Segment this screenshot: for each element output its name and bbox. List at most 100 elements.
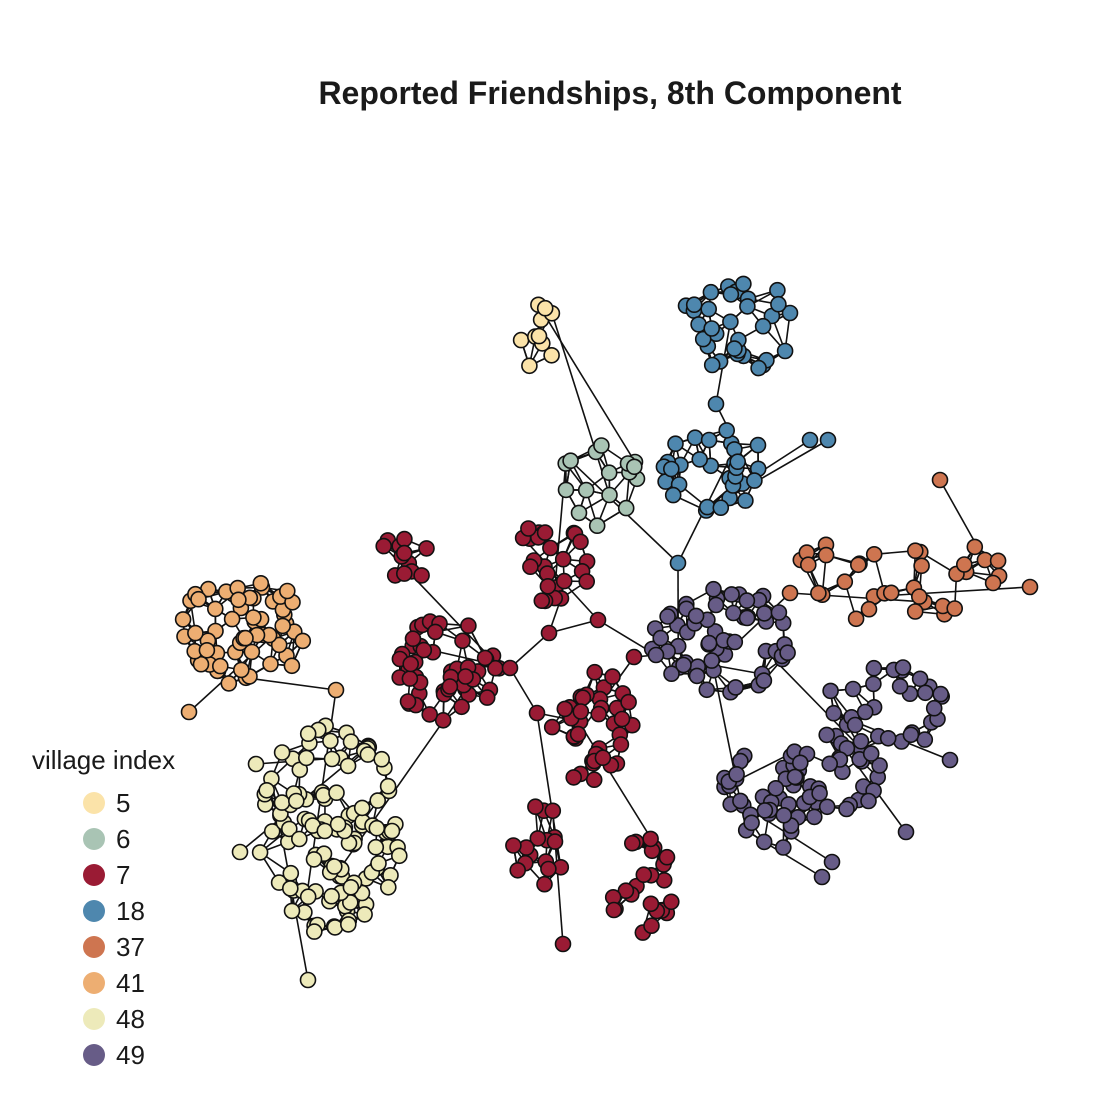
network-node-village-49 (818, 798, 836, 816)
network-node-village-7 (501, 659, 519, 677)
network-node-village-48 (383, 822, 401, 840)
network-node-village-48 (329, 815, 347, 833)
network-node-village-7 (453, 698, 470, 716)
network-node-village-7 (620, 693, 637, 711)
network-node-village-41 (190, 590, 207, 608)
network-node-village-7 (415, 641, 433, 659)
network-node-village-18 (722, 313, 739, 331)
network-node-village-7 (413, 567, 430, 584)
network-node-village-6 (570, 504, 588, 522)
network-node-village-49 (791, 754, 809, 772)
network-node-village-37 (913, 557, 930, 575)
network-node-village-18 (700, 431, 718, 449)
network-node-village-48 (328, 784, 345, 802)
network-node-village-41 (278, 582, 296, 600)
network-node-village-7 (589, 611, 607, 629)
network-node-village-7 (520, 520, 537, 537)
network-node-village-7 (542, 539, 559, 557)
network-node-village-7 (658, 848, 676, 866)
network-node-village-18 (686, 429, 704, 447)
network-node-village-18 (707, 395, 725, 413)
network-node-village-48 (373, 750, 391, 768)
network-node-village-41 (245, 609, 262, 626)
network-node-village-7 (572, 533, 589, 551)
network-node-village-49 (726, 633, 744, 651)
network-node-village-18 (819, 431, 837, 449)
network-node-village-18 (750, 359, 767, 377)
network-node-village-7 (554, 550, 572, 568)
network-node-village-37 (906, 603, 924, 620)
network-node-village-18 (700, 300, 718, 318)
network-node-village-48 (305, 851, 323, 868)
network-node-village-49 (774, 839, 792, 856)
network-node-village-7 (604, 668, 621, 685)
network-node-village-7 (509, 861, 527, 879)
network-node-village-37 (946, 600, 964, 617)
network-node-village-7 (554, 935, 572, 953)
network-node-village-7 (546, 833, 564, 850)
network-node-village-41 (220, 675, 238, 692)
network-node-village-5 (536, 299, 554, 317)
network-node-village-48 (370, 855, 387, 872)
network-node-village-49 (652, 629, 670, 647)
network-node-village-7 (642, 830, 659, 848)
network-edges (182, 283, 1031, 981)
network-node-village-48 (369, 792, 387, 809)
network-node-village-49 (698, 681, 716, 699)
network-node-village-7 (617, 882, 635, 900)
legend-label-37: 37 (116, 932, 145, 962)
network-node-village-48 (280, 820, 298, 838)
network-node-village-7 (441, 678, 459, 695)
network-node-village-6 (557, 481, 575, 499)
network-node-village-49 (925, 699, 943, 717)
network-node-village-49 (894, 659, 912, 676)
network-node-village-49 (818, 726, 836, 744)
network-node-village-18 (703, 320, 721, 337)
network-node-village-49 (767, 779, 785, 797)
network-node-village-6 (593, 437, 610, 454)
network-node-village-49 (732, 792, 749, 810)
legend-label-48: 48 (116, 1004, 145, 1034)
network-node-village-41 (252, 574, 270, 592)
legend-swatch-48 (83, 1008, 105, 1030)
network-node-village-49 (902, 726, 920, 744)
network-node-village-49 (663, 665, 680, 683)
network-node-village-5 (512, 331, 530, 349)
network-node-village-41 (230, 591, 247, 609)
network-node-village-49 (825, 704, 843, 722)
network-node-village-49 (728, 765, 745, 783)
network-node-village-49 (862, 745, 880, 762)
network-node-village-41 (283, 657, 301, 675)
network-node-village-48 (263, 823, 281, 840)
network-node-village-48 (273, 744, 291, 761)
network-node-village-48 (323, 887, 340, 905)
network-node-village-7 (528, 704, 546, 722)
network-node-village-49 (756, 802, 774, 819)
network-node-village-7 (395, 544, 413, 562)
network-node-village-49 (688, 667, 706, 685)
network-edge (548, 619, 599, 634)
network-node-village-7 (544, 802, 562, 820)
network-node-village-41 (274, 617, 292, 635)
network-node-village-48 (356, 906, 373, 923)
network-node-village-41 (327, 681, 345, 699)
network-node-village-7 (543, 718, 561, 736)
network-node-village-49 (786, 768, 804, 786)
network-node-village-6 (625, 458, 643, 476)
plot-title: Reported Friendships, 8th Component (318, 75, 901, 111)
network-node-village-7 (565, 769, 583, 786)
network-node-village-7 (612, 736, 630, 753)
network-node-village-18 (694, 330, 712, 348)
network-node-village-41 (207, 600, 224, 618)
network-node-village-7 (460, 617, 477, 635)
network-node-village-37 (1021, 578, 1039, 596)
network-node-village-18 (749, 436, 767, 454)
network-node-village-6 (562, 452, 579, 470)
network-node-village-41 (174, 611, 192, 628)
network-node-village-49 (770, 604, 788, 621)
network-node-village-48 (273, 794, 291, 811)
network-node-village-48 (231, 843, 249, 861)
network-node-village-7 (539, 577, 557, 595)
